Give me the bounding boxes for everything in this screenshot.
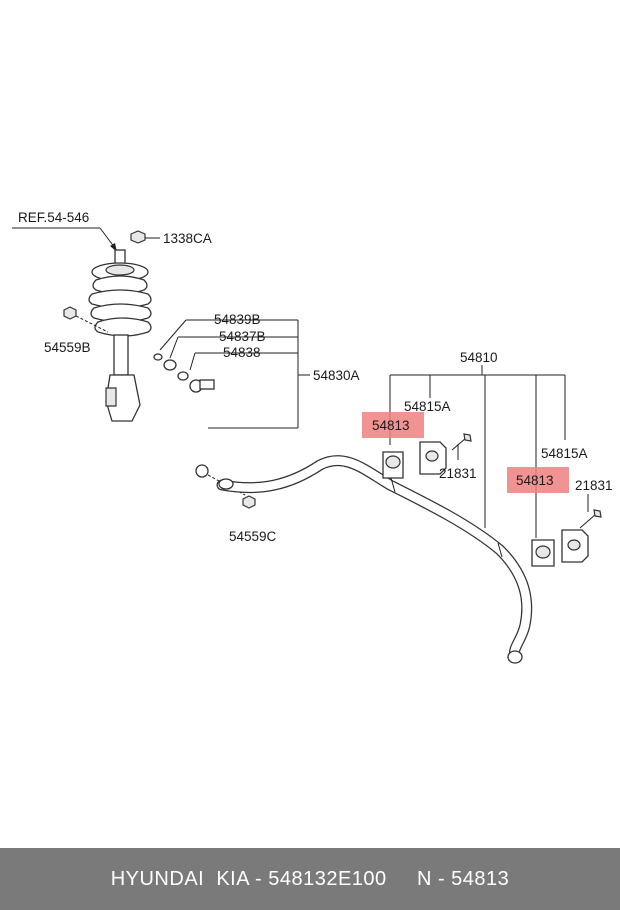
parts-diagram: REF.54-546 1338CA 54559B 54839B 54837B 5…: [12, 210, 613, 664]
label-54830a: 54830A: [313, 368, 360, 383]
footer-part-number: HYUNDAI KIA - 548132E100 N - 54813: [110, 867, 510, 890]
strut-assembly: [12, 227, 160, 422]
label-1338ca: 1338CA: [163, 231, 212, 246]
highlight-box-54813-left: [362, 412, 424, 438]
bushing-set: [382, 365, 602, 567]
label-54815a-right: 54815A: [541, 446, 588, 461]
label-54813-left: 54813: [372, 418, 410, 433]
label-21831-left: 21831: [439, 466, 477, 481]
label-54837b: 54837B: [219, 329, 266, 344]
label-21831-right: 21831: [575, 478, 613, 493]
label-54838: 54838: [223, 345, 261, 360]
stabilizer-bar: [216, 455, 533, 664]
label-54810: 54810: [460, 350, 498, 365]
label-54559c: 54559C: [229, 529, 277, 544]
label-ref: REF.54-546: [18, 210, 89, 225]
highlight-box-54813-right: [507, 467, 569, 493]
label-54815a-left: 54815A: [404, 399, 451, 414]
label-54813-right: 54813: [516, 473, 554, 488]
label-54839b: 54839B: [214, 312, 261, 327]
label-54559b: 54559B: [44, 340, 91, 355]
footer-bar: HYUNDAI KIA - 548132E100 N - 54813: [0, 848, 620, 910]
